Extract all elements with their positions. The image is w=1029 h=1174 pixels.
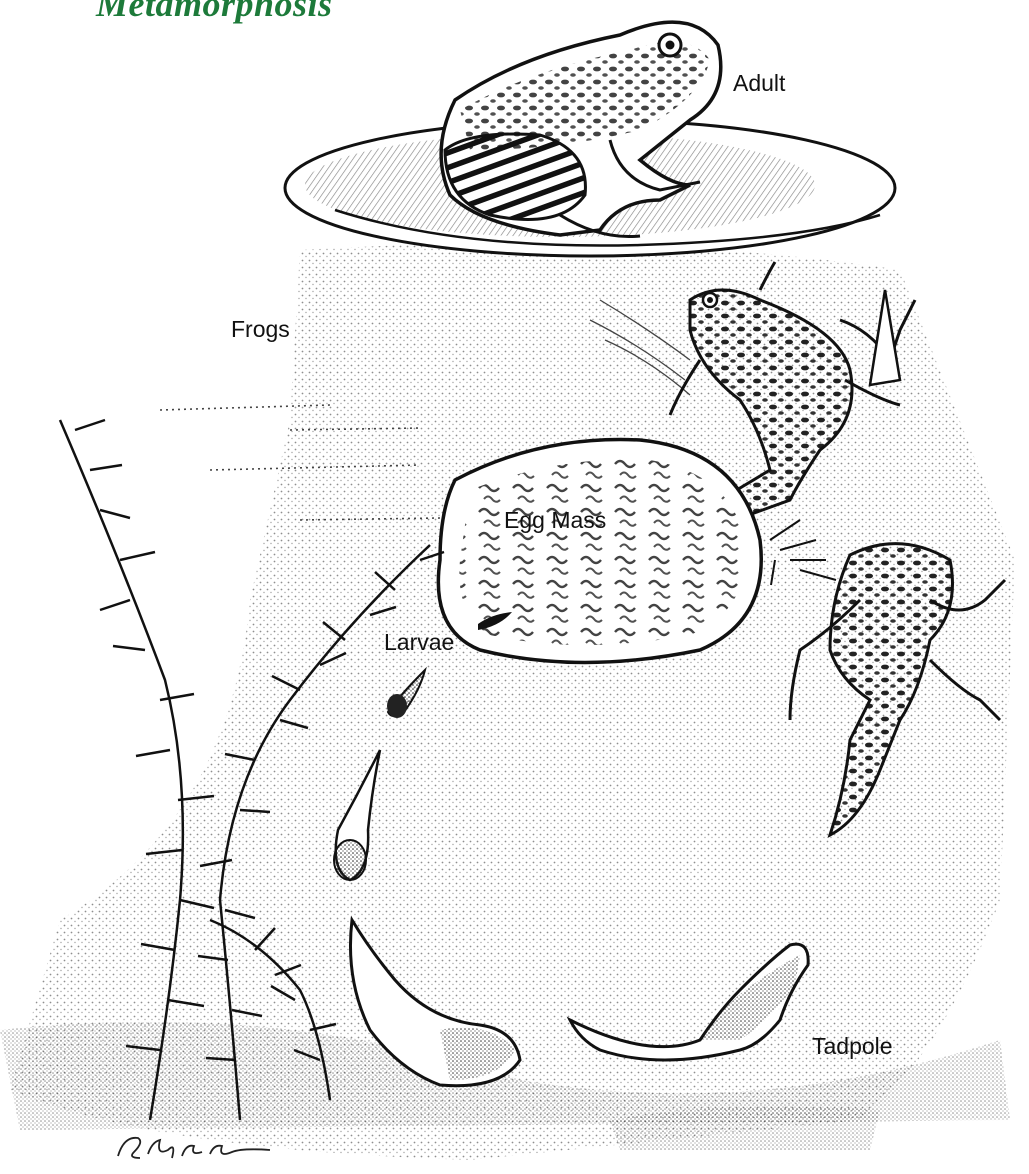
artist-signature bbox=[110, 1128, 280, 1168]
label-larvae: Larvae bbox=[384, 631, 454, 654]
label-frogs: Frogs bbox=[231, 318, 290, 341]
diagram-title: Metamorphosis bbox=[96, 0, 333, 22]
egg-mass bbox=[438, 440, 761, 663]
water-stipple bbox=[0, 243, 1015, 1160]
label-tadpole: Tadpole bbox=[812, 1035, 893, 1058]
label-egg-mass: Egg Mass bbox=[504, 509, 606, 532]
label-adult: Adult bbox=[733, 72, 785, 95]
